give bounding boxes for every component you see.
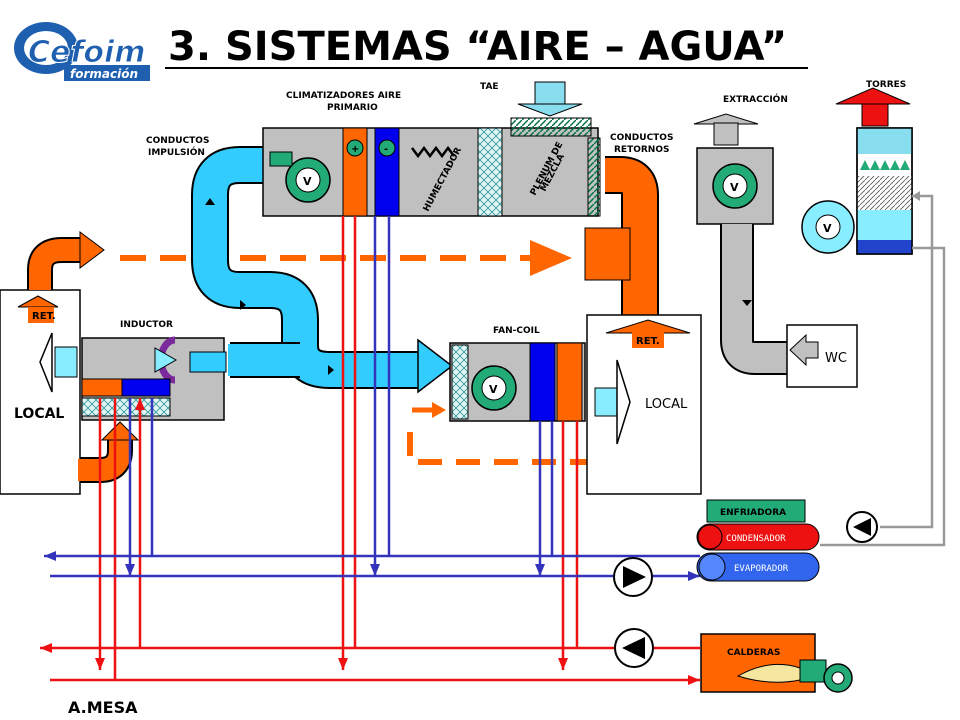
inductor-label: INDUCTOR <box>120 320 173 330</box>
author-label: A.MESA <box>68 698 138 717</box>
svg-text:IMPULSIÓN: IMPULSIÓN <box>148 146 205 158</box>
svg-text:CONDENSADOR: CONDENSADOR <box>726 534 786 544</box>
local-room-left: RET. LOCAL <box>0 231 105 495</box>
local-room-right: RET. LOCAL <box>586 314 702 495</box>
svg-text:RET.: RET. <box>32 311 56 322</box>
svg-text:ENFRIADORA: ENFRIADORA <box>720 508 786 518</box>
boiler: CALDERAS <box>700 633 853 693</box>
fancoil-label: FAN-COIL <box>493 326 540 336</box>
svg-text:WC: WC <box>825 351 847 366</box>
svg-text:+: + <box>351 144 359 155</box>
humidifier-nozzles <box>411 145 455 159</box>
svg-text:RET.: RET. <box>636 336 660 347</box>
svg-text:-: - <box>384 144 388 155</box>
fan-coil-unit: V <box>449 342 586 422</box>
towers-label: TORRES <box>866 80 906 90</box>
evaporator <box>696 552 820 582</box>
hot-water-pipes <box>40 216 700 682</box>
svg-text:V: V <box>823 222 832 235</box>
svg-text:LOCAL: LOCAL <box>14 406 64 422</box>
page-title: 3. SISTEMAS “AIRE – AGUA” <box>168 24 787 70</box>
svg-text:V: V <box>489 383 498 396</box>
cooling-tower: V <box>801 87 913 255</box>
condenser <box>696 523 820 551</box>
logo-subtext: formación <box>70 67 138 81</box>
fancoil-cold-coil <box>529 342 556 422</box>
svg-text:RETORNOS: RETORNOS <box>614 145 669 155</box>
cold-water-arrows <box>44 551 700 581</box>
ahu-label: CLIMATIZADORES AIRE <box>286 91 401 101</box>
filter <box>477 127 503 217</box>
inductor-cold-coil <box>121 378 171 397</box>
pump-hot-icon <box>614 628 654 668</box>
chiller: ENFRIADORA CONDENSADOR EVAPORADOR <box>696 499 820 582</box>
extraction-unit: V <box>693 113 790 375</box>
svg-text:CALDERAS: CALDERAS <box>727 648 780 658</box>
dashed-return-line-bottom <box>407 402 590 465</box>
logo-text: Cefoim <box>28 35 146 70</box>
pump-cold-icon <box>613 557 653 597</box>
cold-water-pipes <box>44 216 700 578</box>
svg-text:PRIMARIO: PRIMARIO <box>327 103 378 113</box>
svg-text:V: V <box>303 175 312 188</box>
svg-text:EVAPORADOR: EVAPORADOR <box>734 564 789 574</box>
hot-water-arrows <box>40 398 700 685</box>
condenser-water-pipes <box>820 191 946 547</box>
extraction-label: EXTRACCIÓN <box>723 93 788 105</box>
fancoil-hot-coil <box>556 342 583 422</box>
supply-duct <box>191 146 454 394</box>
supply-ducts-label: CONDUCTOS <box>146 136 209 146</box>
pump-condenser-icon <box>846 511 878 543</box>
inductor-hot-coil <box>81 378 123 397</box>
svg-text:V: V <box>730 181 739 194</box>
return-ducts-label: CONDUCTOS <box>610 133 673 143</box>
primary-air-handler: V + - HUMECTADOR PLENUM DE MEZCLA <box>262 117 601 217</box>
svg-text:LOCAL: LOCAL <box>645 397 688 412</box>
wc-room: WC <box>786 324 858 388</box>
return-duct <box>584 156 659 325</box>
outdoor-air-arrow <box>517 81 583 117</box>
tae-label: TAE <box>480 82 499 92</box>
cefoim-logo: Cefoim formación <box>14 22 150 81</box>
dashed-return-line-top <box>120 240 572 276</box>
